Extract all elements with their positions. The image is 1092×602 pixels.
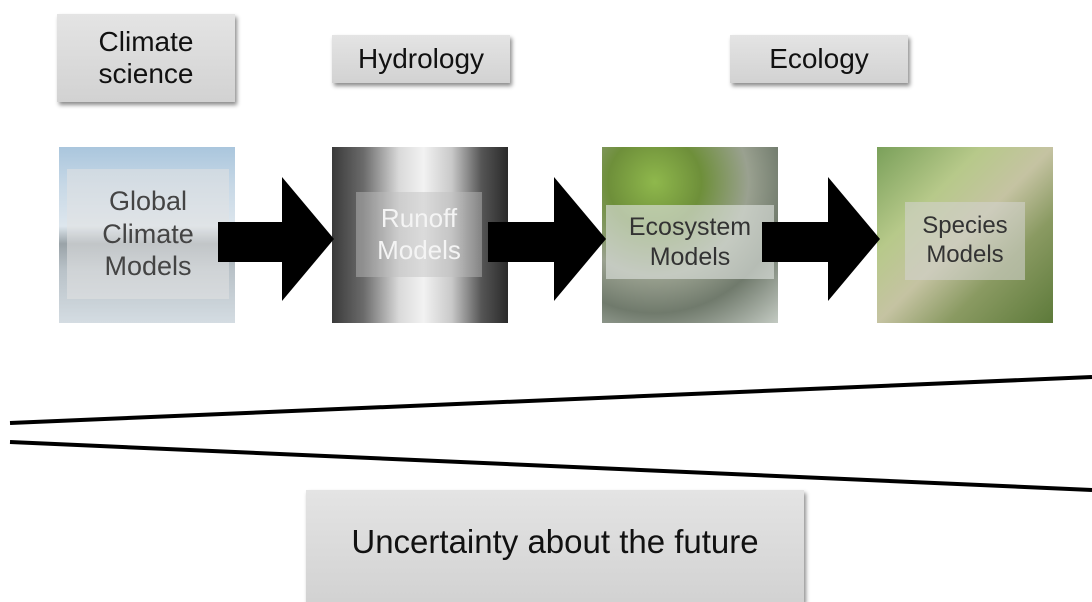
uncertainty-label: Uncertainty about the future	[351, 523, 759, 561]
uncertainty-wedge-upper-line	[9, 375, 1092, 425]
header-hydrology-label: Hydrology	[357, 42, 485, 74]
header-hydrology: Hydrology	[332, 35, 510, 83]
tile-runoff-models-overlay: Runoff Models	[356, 192, 482, 277]
tile-global-climate-models: Global Climate Models	[59, 147, 235, 323]
arrow-right-icon	[762, 177, 880, 301]
tile-species-models-label: Species Models	[922, 212, 1008, 268]
header-ecology-label: Ecology	[769, 42, 869, 74]
header-climate-science: Climate science	[57, 14, 235, 102]
tile-runoff-models: Runoff Models	[332, 147, 508, 323]
tile-species-models-overlay: Species Models	[905, 202, 1025, 280]
tile-ecosystem-models: Ecosystem Models	[602, 147, 778, 323]
tile-species-models: Species Models	[877, 147, 1053, 323]
arrow-right-icon	[488, 177, 606, 301]
header-climate-science-label: Climate science	[98, 25, 194, 89]
header-ecology: Ecology	[730, 35, 908, 83]
uncertainty-wedge	[9, 375, 1092, 492]
tile-ecosystem-models-overlay: Ecosystem Models	[606, 205, 774, 279]
uncertainty-wedge-lower-line	[9, 440, 1092, 492]
arrow-right-icon	[218, 177, 334, 301]
tile-runoff-models-label: Runoff Models	[377, 203, 461, 265]
tile-global-climate-models-overlay: Global Climate Models	[67, 169, 229, 299]
uncertainty-label-box: Uncertainty about the future	[306, 490, 804, 602]
tile-ecosystem-models-label: Ecosystem Models	[628, 213, 752, 271]
tile-global-climate-models-label: Global Climate Models	[102, 186, 194, 282]
